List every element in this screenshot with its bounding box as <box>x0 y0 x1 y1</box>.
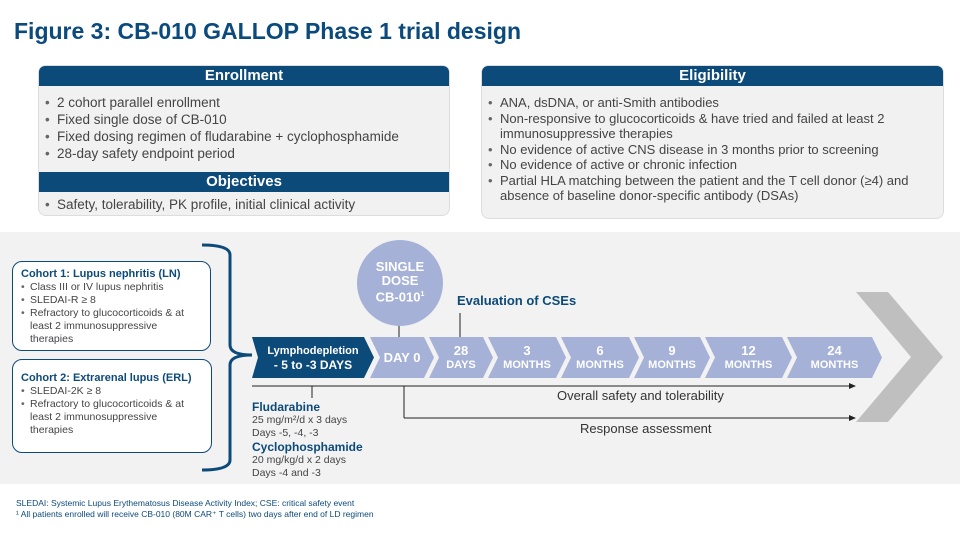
fludarabine-label: Fludarabine <box>252 400 321 414</box>
list-item: 28-day safety endpoint period <box>45 145 449 162</box>
cohort-1-title: Cohort 1: Lupus nephritis (LN) <box>21 268 181 280</box>
single-dose-circle: SINGLE DOSE CB-0101 <box>357 240 443 326</box>
list-item: Non-responsive to glucocorticoids & have… <box>488 111 923 142</box>
ld-label: Lymphodepletion <box>267 344 359 357</box>
step-unit: MONTHS <box>503 358 551 371</box>
enrollment-card: Enrollment 2 cohort parallel enrollment … <box>38 65 450 216</box>
objectives-list: Safety, tolerability, PK profile, initia… <box>45 196 355 213</box>
eligibility-header: Eligibility <box>482 66 943 86</box>
fludarabine-days: Days -5, -4, -3 <box>252 427 319 439</box>
footnote: SLEDAI: Systemic Lupus Erythematosus Dis… <box>16 498 355 508</box>
page-title: Figure 3: CB-010 GALLOP Phase 1 trial de… <box>14 18 521 44</box>
list-item: ANA, dsDNA, or anti-Smith antibodies <box>488 95 923 111</box>
eligibility-card: Eligibility ANA, dsDNA, or anti-Smith an… <box>481 65 944 219</box>
step-unit: MONTHS <box>648 358 696 371</box>
step-number: 9 <box>668 342 676 358</box>
timeline-day-0: DAY 0 <box>370 337 434 378</box>
footnote-marker: 1 <box>420 291 425 298</box>
step-number: 28 <box>453 342 469 358</box>
step-number: 24 <box>827 342 842 358</box>
dose-text: CB-010 <box>375 289 421 305</box>
list-item: Safety, tolerability, PK profile, initia… <box>45 196 355 213</box>
cyclophosphamide-label: Cyclophosphamide <box>252 440 363 454</box>
cohort-1-box: Cohort 1: Lupus nephritis (LN) Class III… <box>12 261 211 351</box>
response-label: Response assessment <box>580 421 712 436</box>
ld-days: - 5 to -3 DAYS <box>273 357 353 372</box>
cohort-2-title: Cohort 2: Extrarenal lupus (ERL) <box>21 372 192 384</box>
step-number: 3 <box>523 342 531 358</box>
safety-label: Overall safety and tolerability <box>557 388 724 403</box>
eligibility-list: ANA, dsDNA, or anti-Smith antibodies Non… <box>482 86 943 204</box>
cse-label: Evaluation of CSEs <box>457 293 577 308</box>
list-item: No evidence of active CNS disease in 3 m… <box>488 142 923 158</box>
list-item: Fixed single dose of CB-010 <box>45 111 449 128</box>
fludarabine-dose: 25 mg/m²/d x 3 days <box>252 414 348 426</box>
footnote: ¹ All patients enrolled will receive CB-… <box>16 509 374 519</box>
enrollment-list: 2 cohort parallel enrollment Fixed singl… <box>39 86 449 162</box>
step-unit: MONTHS <box>810 358 859 371</box>
list-item: SLEDAI-R ≥ 8 <box>21 294 202 307</box>
enrollment-header: Enrollment <box>39 66 449 86</box>
list-item: Refractory to glucocorticoids & at least… <box>21 307 202 346</box>
list-item: Fixed dosing regimen of fludarabine + cy… <box>45 128 449 145</box>
step-unit: MONTHS <box>576 358 624 371</box>
cohort-2-box: Cohort 2: Extrarenal lupus (ERL) SLEDAI-… <box>12 359 212 453</box>
list-item: No evidence of active or chronic infecti… <box>488 157 923 173</box>
step-unit: DAYS <box>446 358 476 371</box>
list-item: Partial HLA matching between the patient… <box>488 173 923 204</box>
bracket <box>201 243 253 472</box>
dose-text: DOSE <box>381 273 419 288</box>
step-unit: MONTHS <box>724 358 773 371</box>
step-number: 12 <box>741 342 756 358</box>
big-arrow-shape <box>856 292 943 422</box>
step-unit: DAY 0 <box>383 349 421 365</box>
ld-regimen: Fludarabine 25 mg/m²/d x 3 days Days -5,… <box>252 400 363 480</box>
list-item: Class III or IV lupus nephritis <box>21 281 202 294</box>
list-item: 2 cohort parallel enrollment <box>45 94 449 111</box>
dose-text: SINGLE <box>375 259 425 274</box>
list-item: SLEDAI-2K ≥ 8 <box>21 385 203 398</box>
cyclophosphamide-dose: 20 mg/kg/d x 2 days <box>252 454 346 466</box>
timeline-lymphodepletion: Lymphodepletion - 5 to -3 DAYS <box>252 337 374 378</box>
footnotes: SLEDAI: Systemic Lupus Erythematosus Dis… <box>16 498 374 520</box>
step-number: 6 <box>596 342 604 358</box>
objectives-header: Objectives <box>39 172 449 192</box>
list-item: Refractory to glucocorticoids & at least… <box>21 398 203 437</box>
cyclophosphamide-days: Days -4 and -3 <box>252 467 321 479</box>
